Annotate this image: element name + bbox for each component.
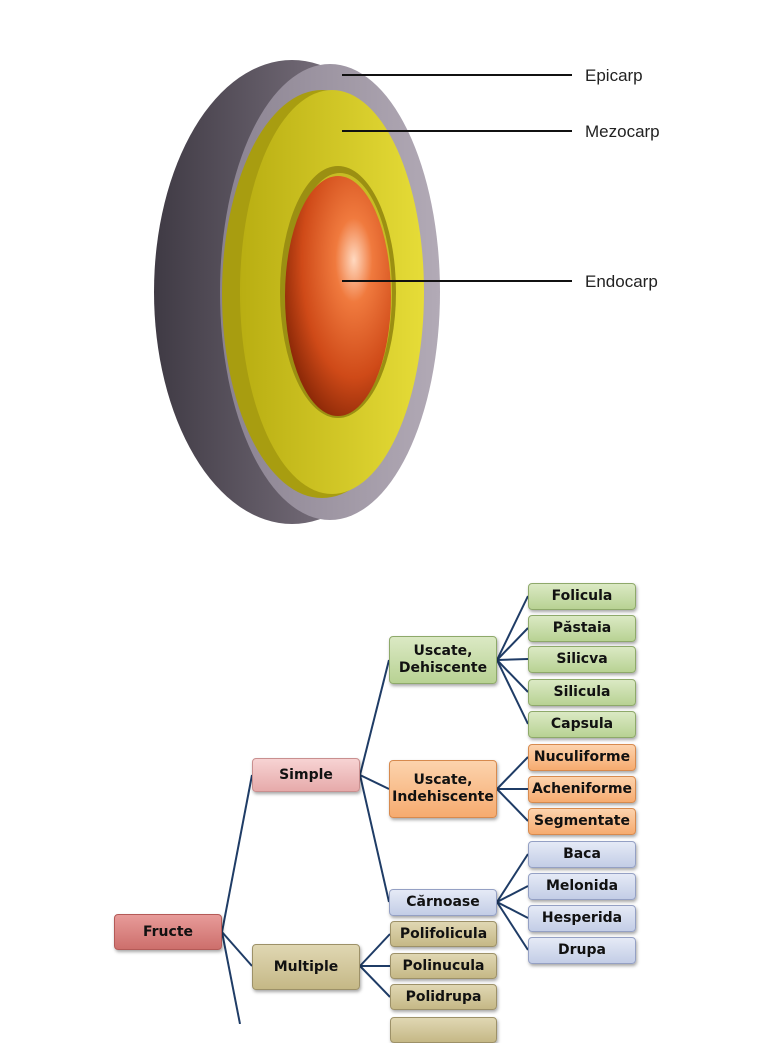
node-capsula: Capsula	[528, 711, 636, 738]
node-segmentate: Segmentate	[528, 808, 636, 835]
node-folicula: Folicula	[528, 583, 636, 610]
node-baca: Baca	[528, 841, 636, 868]
connector-fructe-simple	[221, 774, 253, 933]
fruit-classification-tree: Fructe Simple Multiple Uscate, Dehiscent…	[0, 560, 768, 1043]
connector-dehiscente-2	[496, 627, 529, 661]
connector-simple-carnoase	[359, 774, 390, 903]
tree-connectors	[221, 595, 529, 1024]
connector-fructe-more	[221, 931, 241, 1024]
node-fructe: Fructe	[114, 914, 222, 950]
epicarp-label: Epicarp	[585, 66, 643, 85]
connector-multiple-3	[359, 965, 391, 998]
node-silicva: Silicva	[528, 646, 636, 673]
fruit-cross-section: Epicarp Mezocarp Endocarp	[154, 60, 660, 524]
fruit-layers-diagram: Epicarp Mezocarp Endocarp	[154, 60, 660, 524]
connector-carnoase-1	[496, 853, 529, 903]
connector-simple-indehiscente	[359, 774, 390, 790]
node-simple: Simple	[252, 758, 360, 792]
connector-dehiscente-5	[496, 659, 529, 725]
connector-carnoase-2	[496, 885, 529, 903]
connector-indehiscente-3	[496, 788, 529, 822]
connector-dehiscente-3	[496, 658, 529, 661]
node-acheniforme: Acheniforme	[528, 776, 636, 803]
connector-simple-dehiscente	[359, 659, 390, 776]
connector-dehiscente-4	[496, 659, 529, 693]
connector-indehiscente-1	[496, 756, 529, 790]
connector-dehiscente-1	[496, 595, 529, 661]
node-carnoase: Cărnoase	[389, 889, 497, 916]
node-silicula: Silicula	[528, 679, 636, 706]
node-pastaia: Păstaia	[528, 615, 636, 642]
node-polidrupa: Polidrupa	[390, 984, 497, 1010]
node-hesperida: Hesperida	[528, 905, 636, 932]
connector-carnoase-4	[496, 901, 529, 951]
node-nuculiforme: Nuculiforme	[528, 744, 636, 771]
node-polifolicula: Polifolicula	[390, 921, 497, 947]
node-drupa: Drupa	[528, 937, 636, 964]
mezocarp-label: Mezocarp	[585, 122, 660, 141]
node-uscate-dehiscente: Uscate, Dehiscente	[389, 636, 497, 684]
node-uscate-indehiscente: Uscate, Indehiscente	[389, 760, 497, 818]
endocarp-label: Endocarp	[585, 272, 658, 291]
connector-multiple-1	[359, 933, 391, 967]
node-polinucula: Polinucula	[390, 953, 497, 979]
endocarp-seed	[285, 176, 391, 416]
connector-carnoase-3	[496, 901, 529, 919]
connector-fructe-multiple	[221, 931, 253, 967]
node-multiple-more	[390, 1017, 497, 1043]
node-multiple: Multiple	[252, 944, 360, 990]
node-melonida: Melonida	[528, 873, 636, 900]
